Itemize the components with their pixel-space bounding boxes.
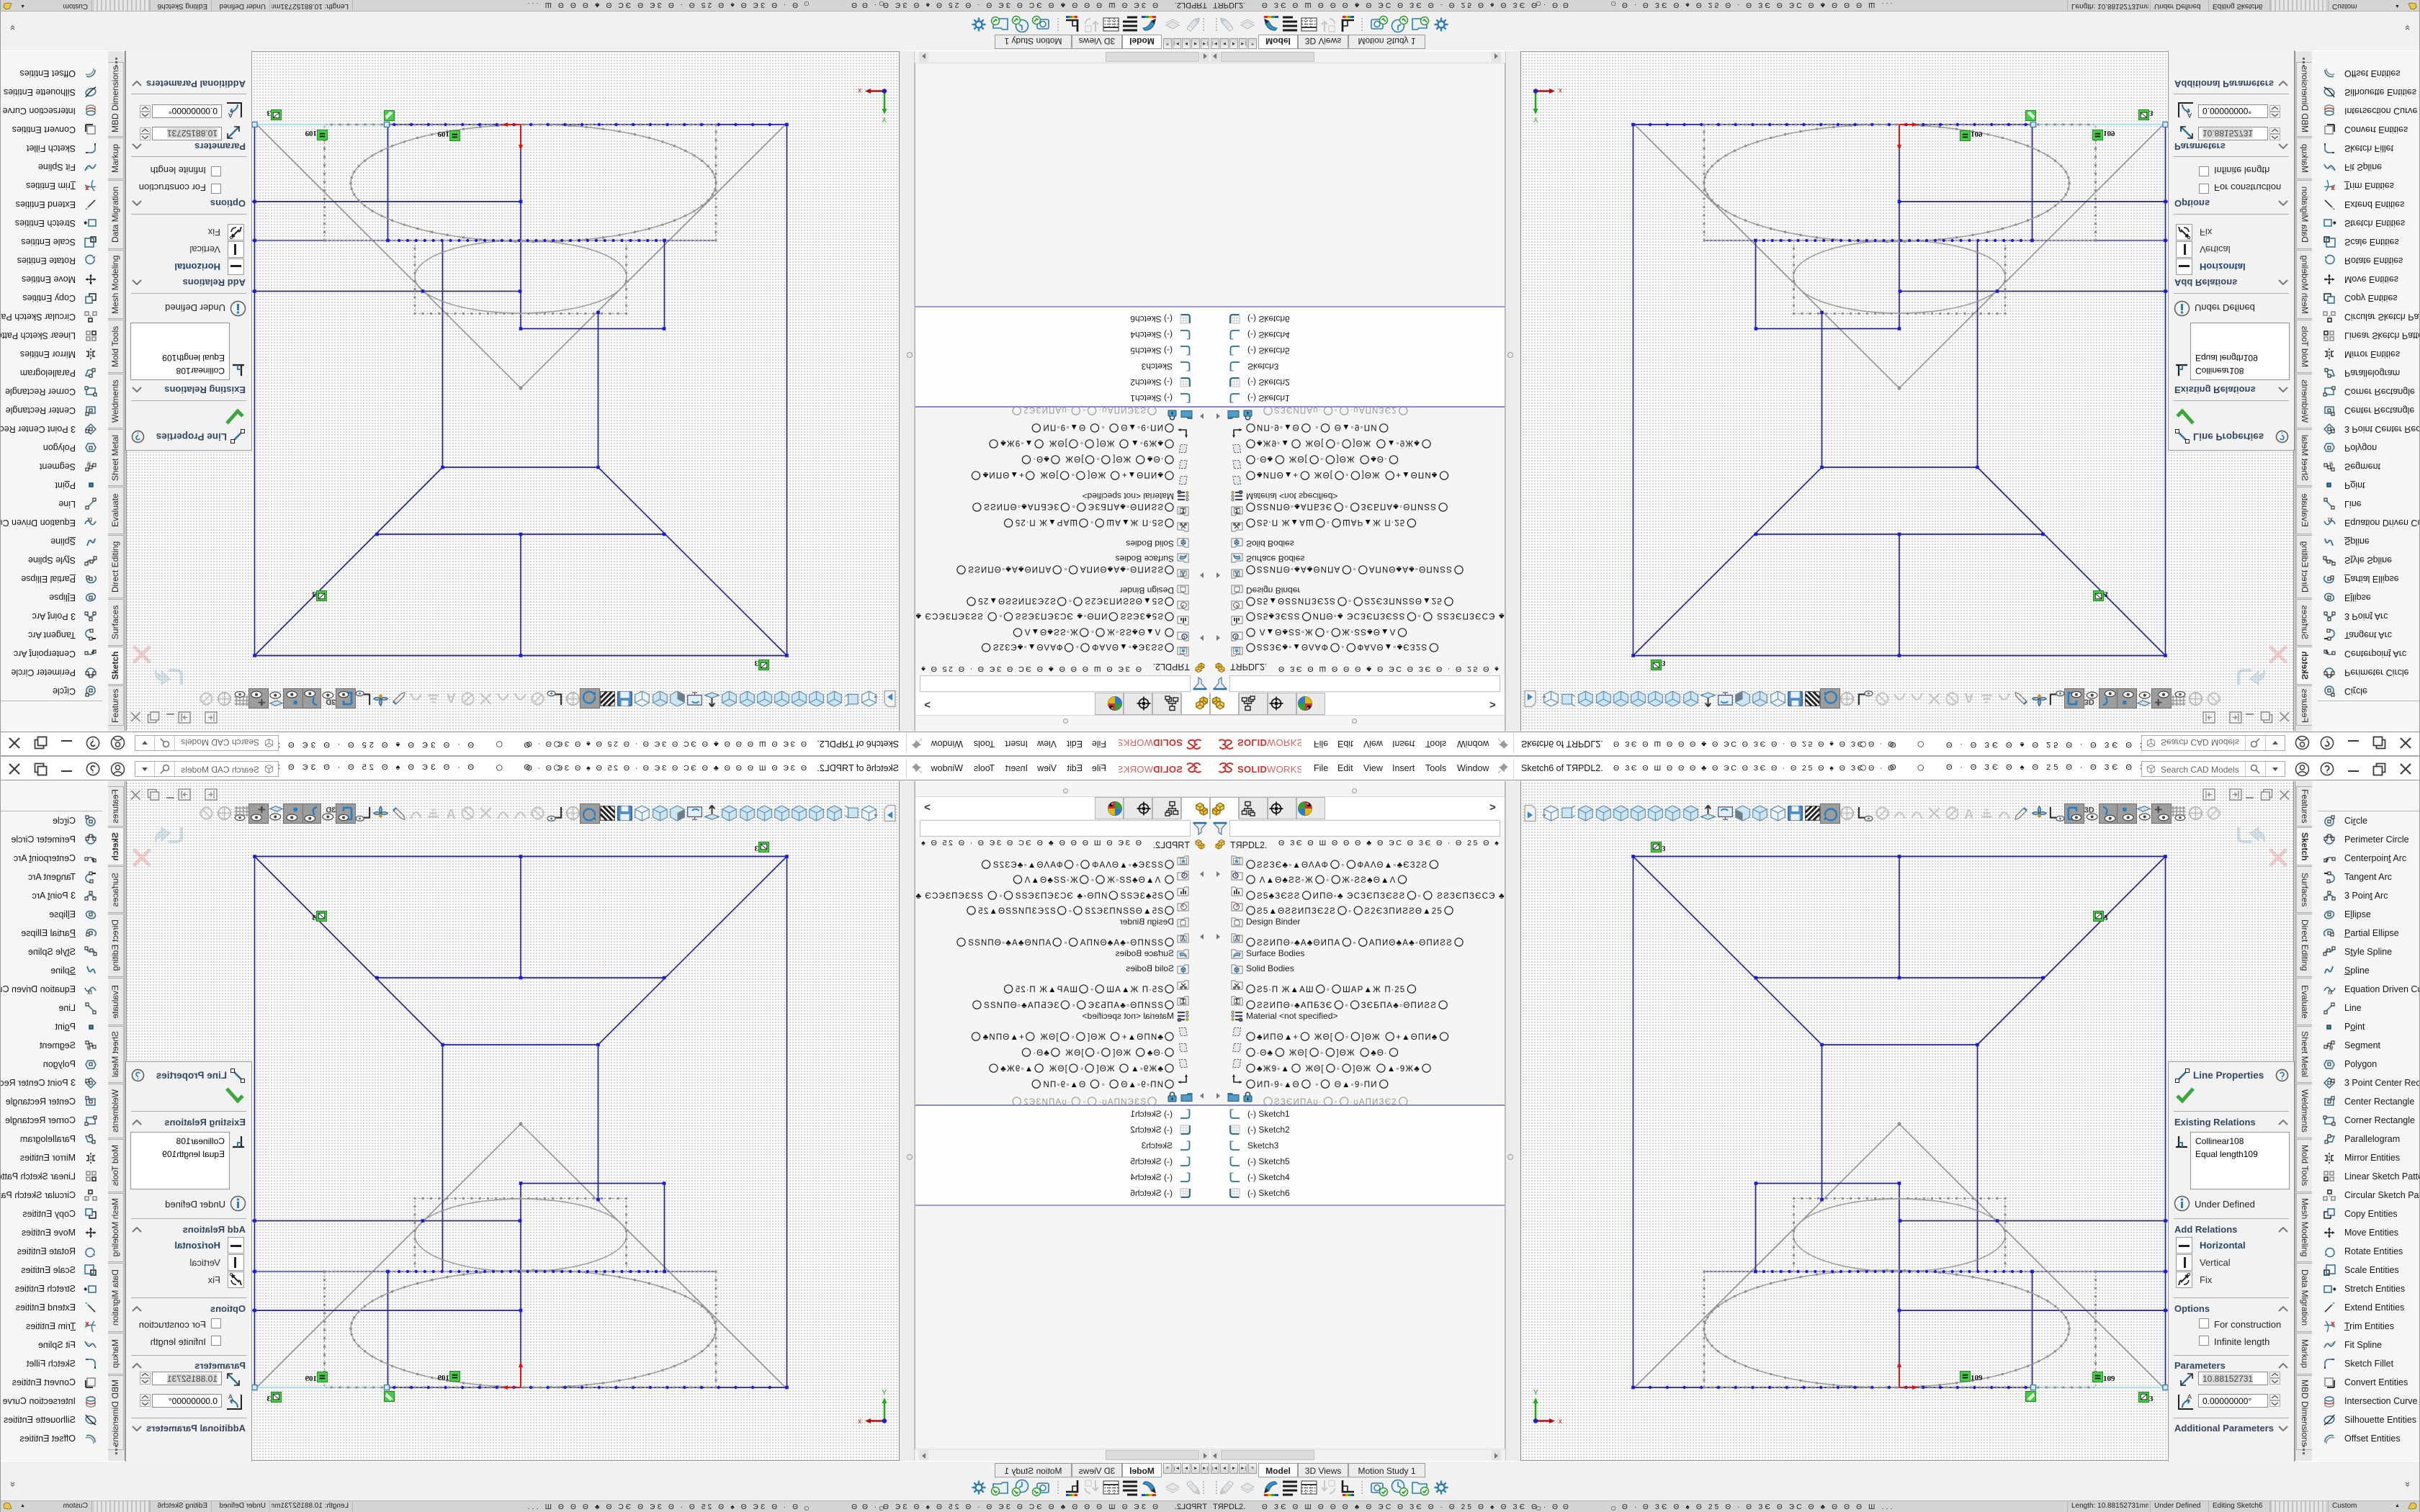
svg-text:Y: Y bbox=[1533, 115, 1538, 123]
svg-text:WORKS: WORKS bbox=[1119, 764, 1153, 775]
svg-text:Σ: Σ bbox=[1235, 998, 1239, 1005]
svg-text:A: A bbox=[447, 806, 456, 822]
svg-text:A: A bbox=[2187, 112, 2192, 119]
svg-text:#: # bbox=[86, 459, 91, 467]
svg-text:WORKS: WORKS bbox=[1119, 737, 1153, 748]
svg-text:x: x bbox=[858, 1418, 861, 1426]
svg-text:#: # bbox=[86, 1045, 91, 1053]
svg-text:fx: fx bbox=[2328, 989, 2334, 996]
svg-text:Σ: Σ bbox=[1235, 507, 1239, 514]
svg-text:x: x bbox=[1559, 1418, 1562, 1426]
svg-text:Σ: Σ bbox=[1181, 507, 1185, 514]
svg-text:A: A bbox=[1181, 936, 1186, 942]
svg-text:Y: Y bbox=[882, 1389, 887, 1397]
svg-text:#: # bbox=[2329, 459, 2334, 467]
svg-text:A: A bbox=[1234, 570, 1239, 577]
svg-text:A: A bbox=[447, 690, 456, 706]
svg-text:A: A bbox=[2187, 1393, 2192, 1400]
svg-text:SOLID: SOLID bbox=[1237, 737, 1267, 748]
svg-text:fx: fx bbox=[86, 516, 92, 523]
svg-text:3D: 3D bbox=[2084, 806, 2094, 814]
svg-text:WORKS: WORKS bbox=[1267, 737, 1301, 748]
svg-text:3D: 3D bbox=[2084, 698, 2094, 706]
svg-text:A: A bbox=[228, 1393, 233, 1400]
svg-text:x: x bbox=[1559, 86, 1562, 94]
svg-text:A: A bbox=[228, 112, 233, 119]
svg-text:A: A bbox=[1964, 806, 1973, 822]
svg-text:SOLID: SOLID bbox=[1153, 737, 1183, 748]
svg-text:A: A bbox=[1234, 936, 1239, 942]
svg-text:3D: 3D bbox=[326, 806, 336, 814]
svg-text:SOLID: SOLID bbox=[1237, 764, 1267, 775]
svg-text:fx: fx bbox=[2328, 516, 2334, 523]
svg-text:x: x bbox=[858, 86, 861, 94]
svg-text:#: # bbox=[2329, 1045, 2334, 1053]
svg-text:WORKS: WORKS bbox=[1267, 764, 1301, 775]
svg-text:Y: Y bbox=[1533, 1389, 1538, 1397]
svg-text:SOLID: SOLID bbox=[1153, 764, 1183, 775]
svg-text:Y: Y bbox=[882, 115, 887, 123]
svg-text:3D: 3D bbox=[326, 698, 336, 706]
svg-text:fx: fx bbox=[86, 989, 92, 996]
svg-text:A: A bbox=[1964, 690, 1973, 706]
svg-text:A: A bbox=[1181, 570, 1186, 577]
svg-text:Σ: Σ bbox=[1181, 998, 1185, 1005]
